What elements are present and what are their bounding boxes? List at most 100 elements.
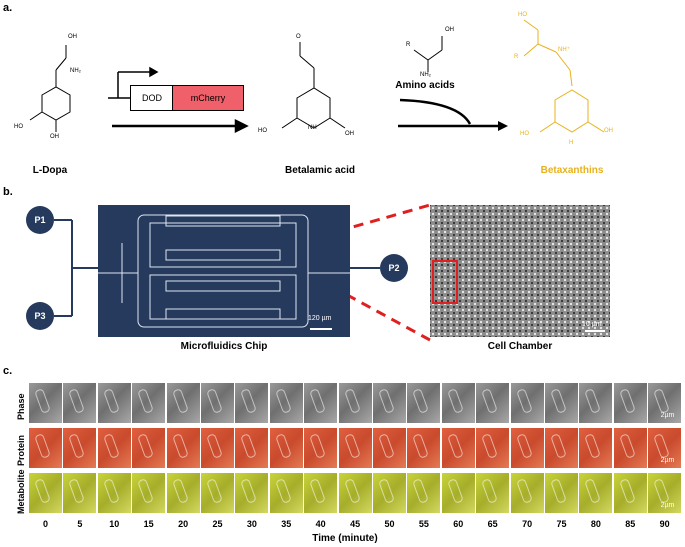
tile-metab-7 [269, 473, 303, 513]
tile-protein-9 [338, 428, 372, 468]
tile-phase-3 [132, 383, 166, 423]
ldopa-oh-2: OH [50, 134, 59, 140]
tile-phase-4 [166, 383, 200, 423]
gene-dod-box: DOD [130, 85, 174, 111]
betaxanthins-label: Betaxanthins [540, 165, 604, 176]
tile-protein-1 [63, 428, 97, 468]
tile-phase-13 [476, 383, 510, 423]
cell-scalebar-label: 10 µm [582, 321, 602, 328]
cell-scalebar [585, 330, 605, 332]
port-p1: P1 [26, 206, 54, 234]
tile-phase-6 [235, 383, 269, 423]
betalamic-structure [281, 42, 346, 129]
time-tick: 40 [315, 519, 326, 529]
betaxanthin-structure [523, 19, 605, 133]
ldopa-nh2: NH₂ [70, 68, 81, 74]
amino-oh: OH [445, 27, 454, 33]
ldopa-oh: OH [68, 34, 77, 40]
port-p3: P3 [26, 302, 54, 330]
reaction-arrow-2 [398, 98, 508, 131]
tile-phase-10 [373, 383, 406, 423]
microfluidics-chip-image: 120 µm [98, 205, 350, 337]
tile-protein-4 [166, 428, 200, 468]
tile-scalebar-1: 2µm [660, 457, 675, 464]
tile-protein-7 [269, 428, 303, 468]
time-tick: 90 [659, 519, 670, 529]
chip-label: Microfluidics Chip [180, 341, 268, 352]
time-tick: 35 [281, 519, 292, 529]
reaction-scheme [29, 19, 605, 134]
tile-phase-0 [29, 383, 62, 423]
tile-protein-18 [648, 428, 682, 468]
tile-phase-9 [338, 383, 372, 423]
time-tick: 75 [556, 519, 567, 529]
time-tick: 65 [487, 519, 498, 529]
tile-metab-18 [648, 473, 682, 513]
time-tick: 45 [350, 519, 361, 529]
betalamic-oh: OH [345, 131, 354, 137]
tile-phase-1 [63, 383, 97, 423]
time-tick: 15 [143, 519, 154, 529]
promoter-arrow [108, 66, 159, 99]
time-tick: 80 [590, 519, 601, 529]
chip-scalebar-label: 120 µm [308, 315, 332, 322]
chip-connections [54, 203, 431, 342]
time-axis-label: Time (minute) [312, 533, 378, 544]
bx-ho-2: HO [520, 131, 529, 137]
tile-metab-16 [579, 473, 613, 513]
time-tick: 55 [418, 519, 429, 529]
tile-metab-3 [132, 473, 166, 513]
tile-metab-5 [201, 473, 234, 513]
amino-r: R [406, 42, 411, 48]
betalamic-label: Betalamic acid [284, 165, 356, 176]
tile-phase-5 [201, 383, 234, 423]
tile-protein-16 [579, 428, 613, 468]
time-tick: 60 [453, 519, 464, 529]
tile-metab-14 [510, 473, 544, 513]
amino-acid-structure [413, 36, 443, 72]
time-tick: 0 [42, 519, 48, 529]
cell-zoom-box [432, 260, 458, 304]
panel-label-a: a. [3, 2, 13, 14]
betalamic-nh: NH [308, 125, 317, 131]
gene-mcherry-box: mCherry [172, 85, 244, 111]
panel-label-b: b. [3, 186, 13, 198]
tile-metab-1 [63, 473, 97, 513]
tile-protein-10 [373, 428, 406, 468]
reaction-arrow-1 [112, 118, 249, 134]
ldopa-ho: HO [14, 124, 23, 130]
bx-nhplus: NH⁺ [558, 47, 570, 53]
bx-ho: HO [518, 12, 527, 18]
tile-metab-17 [613, 473, 647, 513]
bx-r: R [514, 54, 519, 60]
cell-chamber-image: 10 µm [430, 205, 610, 337]
tile-metab-11 [407, 473, 441, 513]
tile-protein-8 [304, 428, 338, 468]
tile-phase-14 [510, 383, 544, 423]
row-label-metabolite: Metabolite [16, 469, 26, 514]
tile-protein-3 [132, 428, 166, 468]
tile-metab-10 [373, 473, 406, 513]
bx-h: H [569, 140, 574, 146]
tile-phase-15 [545, 383, 578, 423]
tile-metab-8 [304, 473, 338, 513]
time-tick: 20 [178, 519, 189, 529]
betalamic-o: O [296, 34, 301, 40]
tile-metab-0 [29, 473, 62, 513]
ldopa-structure [29, 45, 71, 132]
amino-acids-label: Amino acids [395, 80, 455, 91]
tile-scalebar-0: 2µm [660, 412, 675, 419]
tile-protein-12 [441, 428, 475, 468]
tile-metab-2 [97, 473, 131, 513]
cell-chamber-label: Cell Chamber [487, 341, 553, 352]
time-tick: 85 [625, 519, 636, 529]
betalamic-ho: HO [258, 128, 267, 134]
tile-protein-13 [476, 428, 510, 468]
tile-phase-16 [579, 383, 613, 423]
tile-metab-4 [166, 473, 200, 513]
tile-phase-8 [304, 383, 338, 423]
tile-protein-15 [545, 428, 578, 468]
row-label-phase: Phase [16, 393, 26, 420]
